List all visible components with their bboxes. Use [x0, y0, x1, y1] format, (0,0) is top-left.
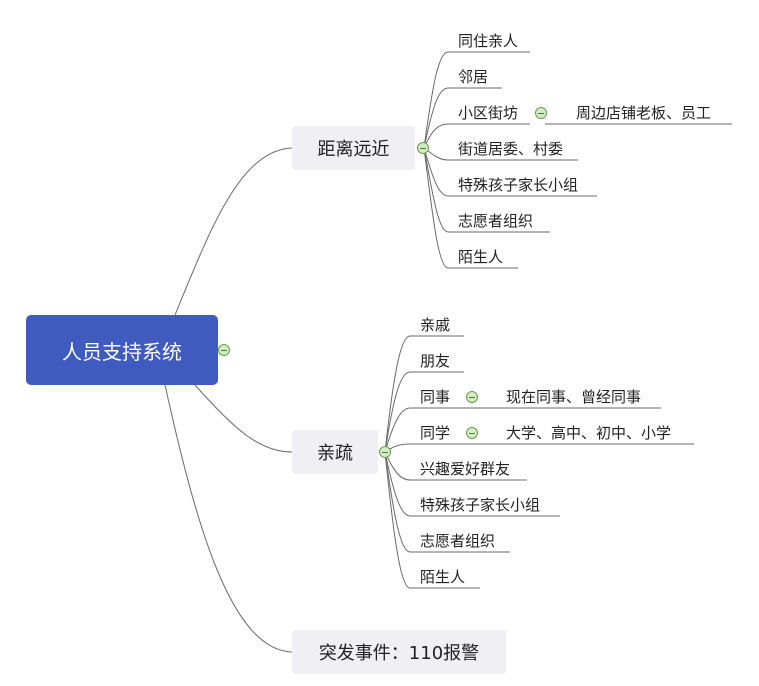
root-node[interactable]: 人员支持系统: [26, 315, 218, 385]
collapse-toggle-icon[interactable]: [466, 391, 478, 403]
leaf-node[interactable]: 同学: [420, 424, 451, 442]
collapse-toggle-icon[interactable]: [379, 446, 391, 458]
branch-label: 距离远近: [317, 139, 390, 160]
collapse-toggle-icon[interactable]: [417, 142, 429, 154]
collapse-toggle-icon[interactable]: [218, 344, 230, 356]
branch-label: 突发事件：110报警: [318, 643, 480, 664]
leaf-node[interactable]: 亲戚: [420, 316, 451, 334]
leaf-node[interactable]: 陌生人: [458, 248, 504, 266]
leaf-node[interactable]: 小区街坊: [458, 104, 519, 122]
leaf-node[interactable]: 周边店铺老板、员工: [576, 104, 712, 122]
leaf-node[interactable]: 街道居委、村委: [458, 140, 564, 158]
collapse-toggle-icon[interactable]: [466, 427, 478, 439]
leaf-node[interactable]: 兴趣爱好群友: [420, 460, 511, 478]
branch-node-distance[interactable]: 距离远近: [292, 126, 415, 170]
leaf-node[interactable]: 特殊孩子家长小组: [420, 496, 541, 514]
leaf-node[interactable]: 同住亲人: [458, 32, 519, 50]
leaf-node[interactable]: 志愿者组织: [420, 532, 496, 550]
leaf-node[interactable]: 大学、高中、初中、小学: [506, 424, 672, 442]
leaf-node[interactable]: 志愿者组织: [458, 212, 534, 230]
collapse-toggle-icon[interactable]: [535, 107, 547, 119]
leaf-node[interactable]: 现在同事、曾经同事: [506, 388, 642, 406]
branch-node-emergency[interactable]: 突发事件：110报警: [292, 630, 506, 674]
leaf-node[interactable]: 朋友: [420, 352, 451, 370]
branch-label: 亲疏: [317, 443, 353, 464]
leaf-node[interactable]: 同事: [420, 388, 451, 406]
leaf-node[interactable]: 陌生人: [420, 568, 466, 586]
leaf-node[interactable]: 邻居: [458, 68, 489, 86]
root-label: 人员支持系统: [62, 339, 182, 364]
leaf-node[interactable]: 特殊孩子家长小组: [458, 176, 579, 194]
branch-node-closeness[interactable]: 亲疏: [292, 430, 378, 474]
